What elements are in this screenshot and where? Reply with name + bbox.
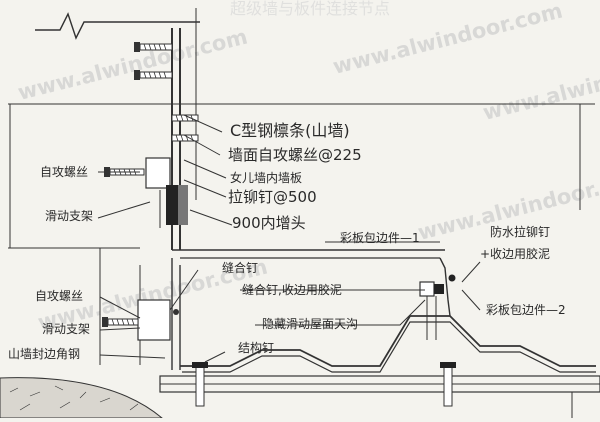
label-waterproof-rivet-2: +收边用胶泥 [480,246,550,261]
label-stitch-nail: 缝合钉 [222,260,258,275]
label-rivet: 拉铆钉@500 [228,188,317,206]
label-wall-screw: 墙面自攻螺丝@225 [228,146,362,164]
label-overlap: 900内增头 [232,214,306,232]
label-slide-upper: 滑动支架 [45,209,93,223]
roof-sheet-profile-inner [182,321,596,373]
structural-base [159,362,600,418]
upper-sliding-bracket [145,157,188,228]
label-gable-trim: 山墙封边角钢 [8,347,80,361]
lower-sliding-bracket [102,299,179,341]
lower-wall [99,248,181,370]
break-line [35,12,200,40]
label-waterproof-rivet-1: 防水拉铆钉 [490,224,550,239]
flashing-1-line [172,249,445,259]
flashing-2-clip [419,257,456,340]
label-self-tap-lower: 自攻螺丝 [35,289,83,303]
label-self-tap-upper: 自攻螺丝 [40,165,88,179]
label-structural-nail: 结构钉 [238,340,274,355]
label-slide-lower: 滑动支架 [42,322,90,336]
construction-frame [8,103,595,249]
label-flashing-2: 彩板包边件—2 [486,303,566,317]
label-parapet-panel: 女儿墙内墙板 [230,170,302,185]
label-stitch-nail-sealant: 缝合钉,收边用胶泥 [242,282,342,297]
watermark-header: 超级墙与板件连接节点 [230,0,390,18]
label-c-purlin: C型钢檩条(山墙) [230,121,350,140]
label-flashing-1: 彩板包边件—1 [340,231,420,245]
roof-sheet-profile [180,315,596,367]
concrete-foundation [0,377,164,419]
watermark-5: www.alwindoor.com [15,25,250,105]
leader-lines [97,114,481,363]
label-hidden-gutter: 隐藏滑动屋面天沟 [262,317,358,331]
watermark-2: www.alwindoor.com [480,45,600,125]
